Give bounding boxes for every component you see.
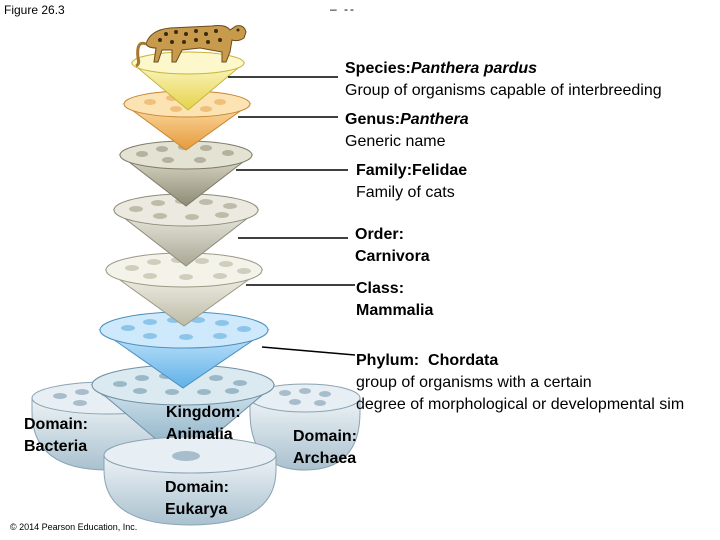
family-label: Family:Felidae Family of cats bbox=[356, 160, 467, 204]
order-name: Carnivora bbox=[355, 248, 430, 265]
species-name: Panthera pardus bbox=[410, 60, 538, 77]
family-rank: Family: bbox=[356, 162, 413, 179]
genus-name: Panthera bbox=[400, 111, 469, 128]
genus-rank: Genus: bbox=[345, 111, 401, 128]
kingdom-rank: Kingdom: bbox=[166, 404, 241, 421]
domain-archaea-label: Domain: Archaea bbox=[293, 426, 357, 470]
domain-archaea-disk bbox=[249, 383, 361, 471]
class-label: Class: Mammalia bbox=[356, 278, 433, 322]
species-rank: Species: bbox=[345, 60, 411, 77]
order-rank: Order: bbox=[355, 226, 404, 243]
class-rank: Class: bbox=[356, 280, 405, 297]
kingdom-name: Animalia bbox=[166, 426, 233, 443]
genus-label: Genus:Panthera Generic name bbox=[345, 109, 469, 153]
domain-eukarya-rank: Domain: bbox=[165, 479, 229, 496]
family-description: Family of cats bbox=[356, 184, 455, 201]
domain-eukarya-label: Domain: Eukarya bbox=[165, 477, 229, 521]
kingdom-label: Kingdom: Animalia bbox=[166, 402, 241, 446]
species-description: Group of organisms capable of interbreed… bbox=[345, 82, 662, 99]
leopard-icon bbox=[135, 25, 247, 68]
order-label: Order: Carnivora bbox=[355, 224, 430, 268]
leader-lines bbox=[228, 76, 356, 356]
phylum-name: Chordata bbox=[428, 352, 499, 369]
domain-archaea-name: Archaea bbox=[293, 450, 357, 467]
class-name: Mammalia bbox=[356, 302, 434, 319]
class-cone bbox=[104, 252, 264, 327]
domain-bacteria-name: Bacteria bbox=[24, 438, 88, 455]
domain-eukarya-name: Eukarya bbox=[165, 501, 228, 518]
domain-bacteria-rank: Domain: bbox=[24, 416, 88, 433]
figure-label: Figure 26.3 bbox=[4, 3, 65, 17]
family-name: Felidae bbox=[412, 162, 468, 179]
phylum-rank: Phylum: bbox=[356, 352, 420, 369]
domain-eukarya-disk bbox=[103, 436, 277, 526]
genus-description: Generic name bbox=[345, 133, 446, 150]
copyright-notice: © 2014 Pearson Education, Inc. bbox=[10, 522, 138, 532]
species-label: Species:Panthera pardus Group of organis… bbox=[345, 58, 662, 102]
phylum-label: Phylum: Chordata group of organisms with… bbox=[356, 350, 684, 416]
domain-bacteria-label: Domain: Bacteria bbox=[24, 414, 88, 458]
phylum-cone bbox=[98, 311, 270, 389]
top-mark: – -- bbox=[330, 2, 356, 16]
phylum-description-2: degree of morphological or developmental… bbox=[356, 396, 685, 413]
order-cone bbox=[112, 193, 260, 267]
family-cone bbox=[118, 140, 254, 207]
domain-archaea-rank: Domain: bbox=[293, 428, 357, 445]
phylum-description-1: group of organisms with a certain bbox=[356, 374, 592, 391]
